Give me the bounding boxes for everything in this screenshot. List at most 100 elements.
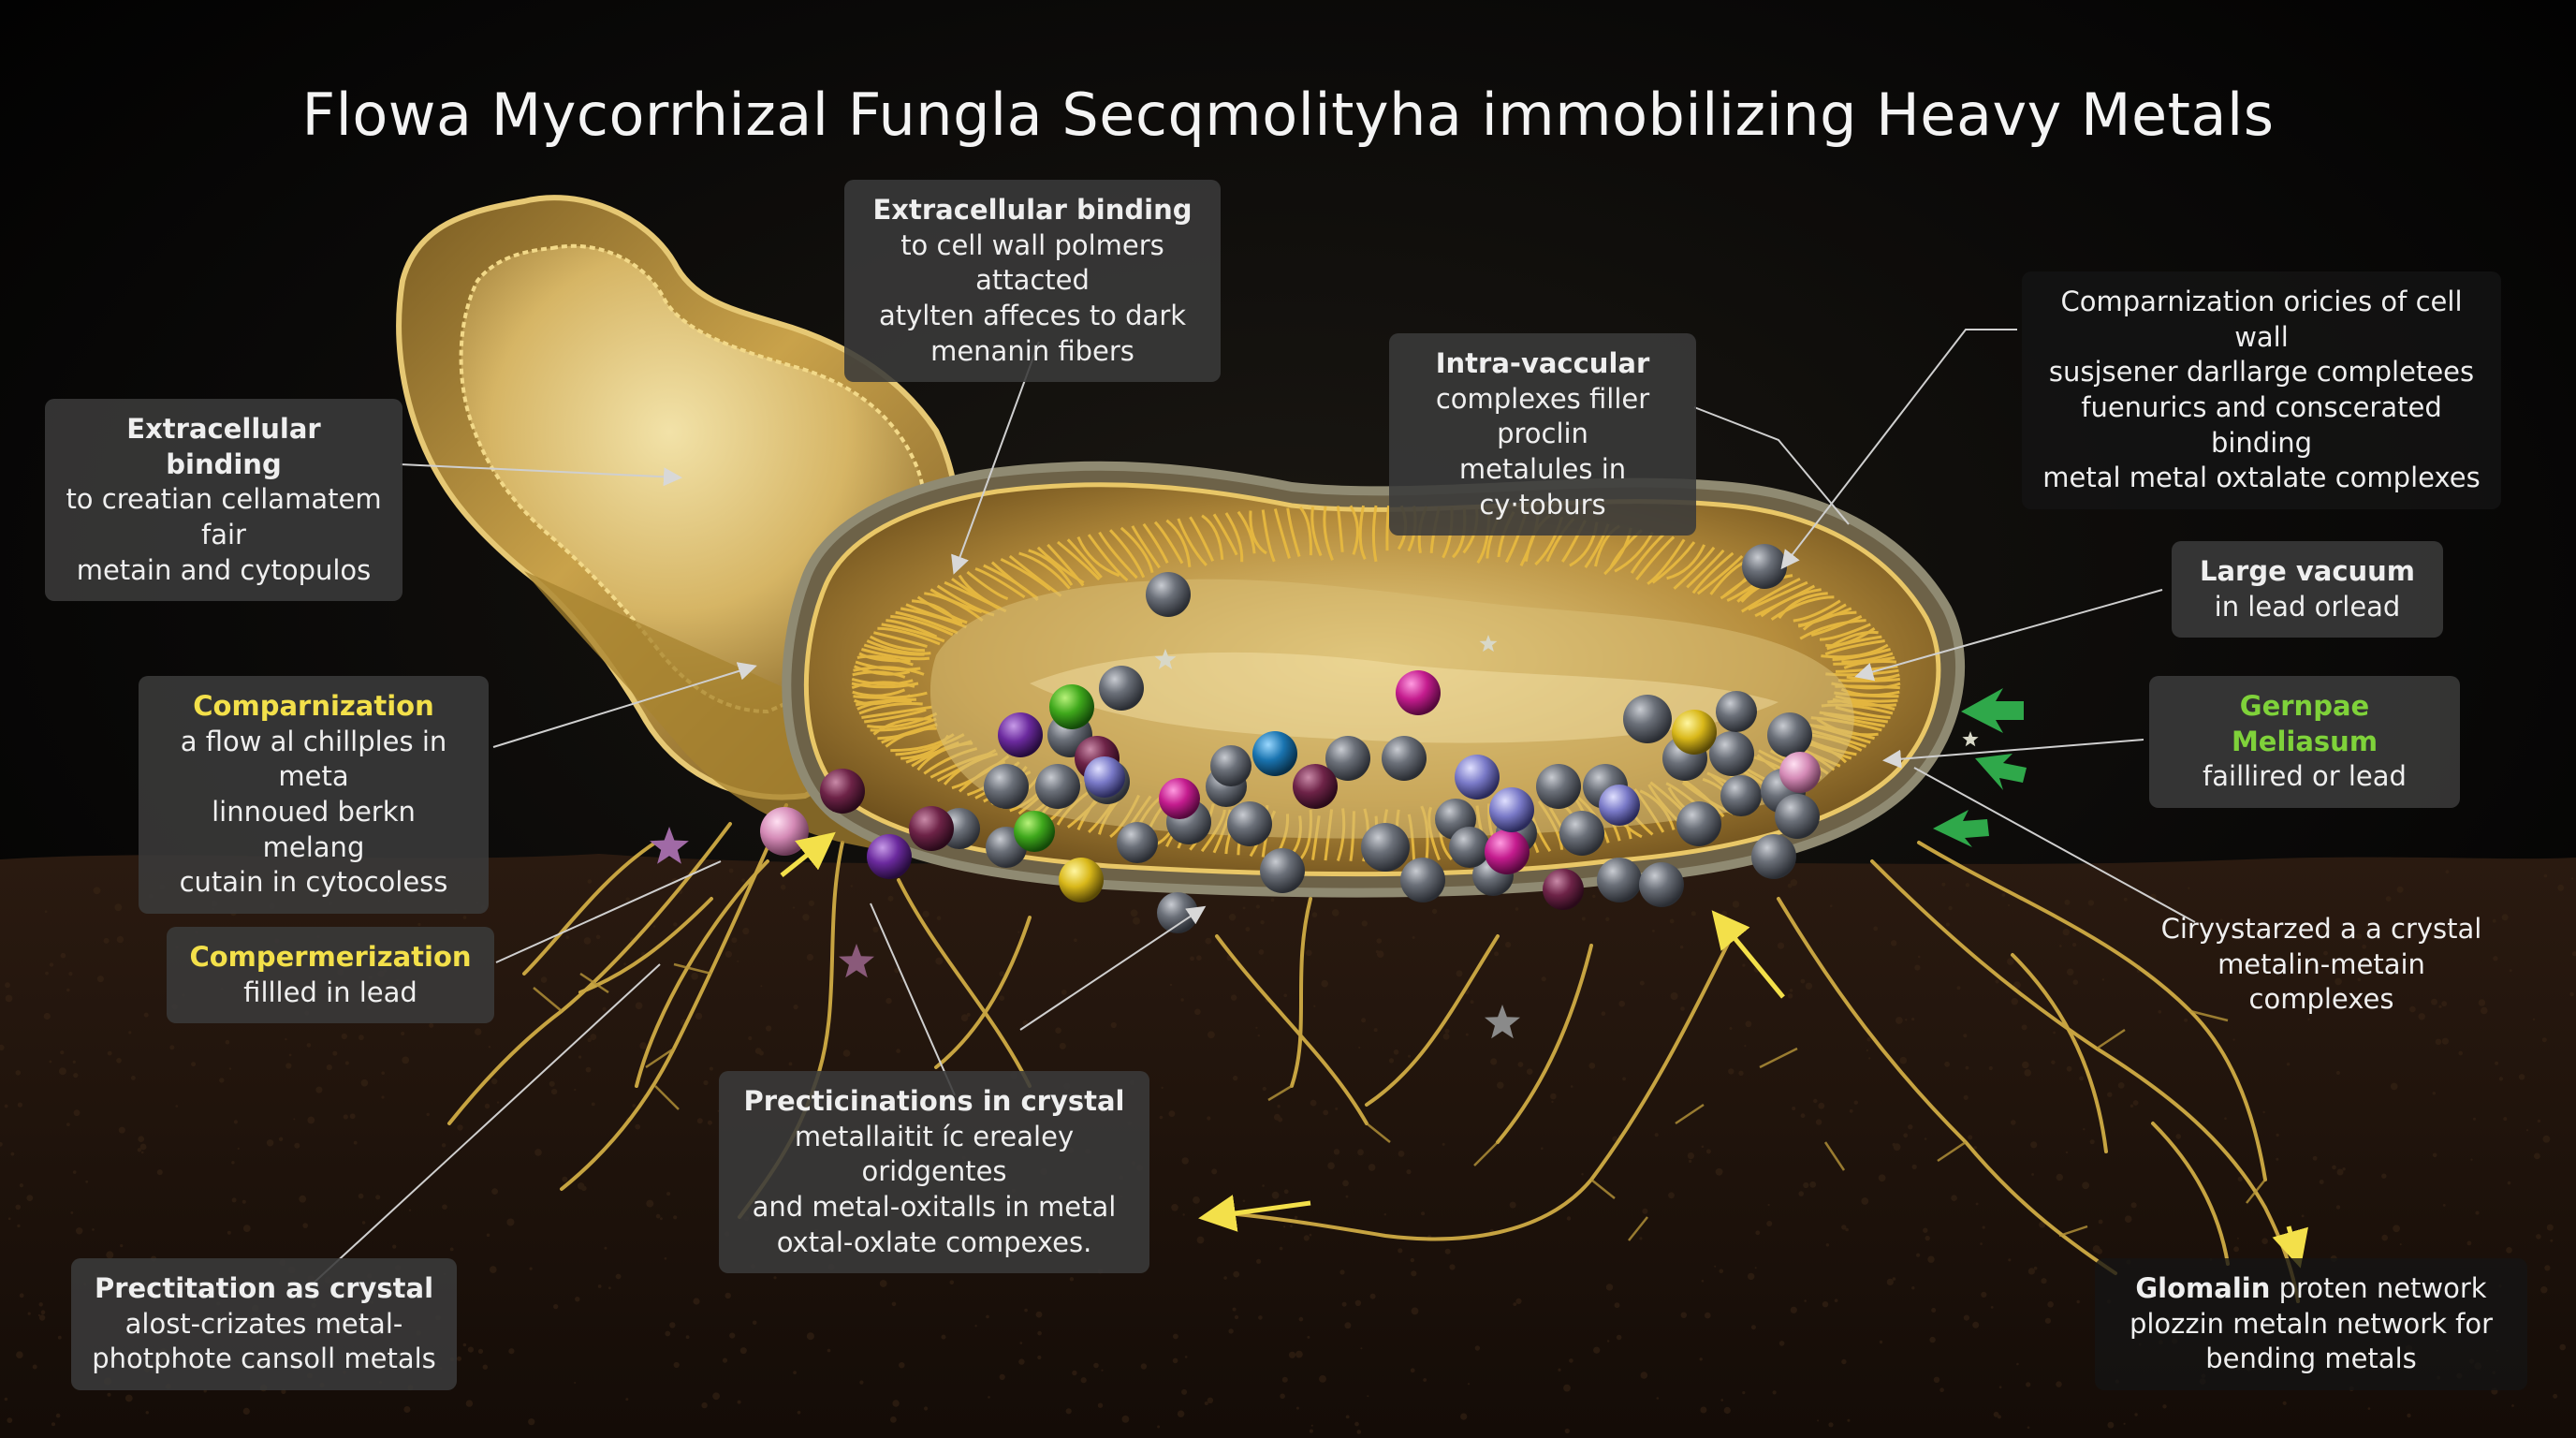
metal-ion-sphere <box>1599 785 1640 826</box>
label-extracellular-top: Extracellular binding to cell wall polme… <box>844 180 1221 383</box>
label-large-vacuum: Large vacuum in lead orlead <box>2172 541 2443 638</box>
label-heading: Precticinations in crystal <box>743 1085 1125 1117</box>
metal-ion-sphere <box>1382 736 1427 781</box>
metal-ion-sphere <box>1400 858 1445 902</box>
label-heading: Comparnization <box>193 690 434 722</box>
label-line: and metal-oxitalls in metal <box>752 1191 1117 1224</box>
metal-ion-sphere <box>1536 764 1581 809</box>
metal-ion-sphere <box>1597 858 1642 902</box>
metal-ion-sphere <box>909 806 954 851</box>
label-compermerization: Compermerization fillled in lead <box>167 927 494 1024</box>
metal-ion-sphere <box>1716 691 1757 732</box>
label-line: atylten affeces to dark <box>878 300 1187 332</box>
star-sparkle-icon <box>1962 731 1979 747</box>
metal-ion-sphere <box>1159 778 1200 819</box>
metal-ion-sphere <box>1720 775 1762 816</box>
metal-ion-sphere <box>1543 869 1584 910</box>
metal-ion-sphere <box>1485 829 1530 874</box>
label-line: metalin-metain complexes <box>2217 947 2425 1016</box>
metal-ion-sphere <box>1676 801 1721 846</box>
metal-ion-sphere <box>1227 801 1272 846</box>
metal-ion-sphere <box>998 712 1043 757</box>
label-glomalin: Glomalin proten network plozzin metaln n… <box>2095 1258 2527 1391</box>
label-line: faillired or lead <box>2203 760 2407 793</box>
metal-ion-sphere <box>1157 892 1198 933</box>
metal-ion-sphere <box>867 834 912 879</box>
metal-ion-sphere <box>1775 794 1820 839</box>
metal-ion-sphere <box>1455 755 1500 800</box>
label-line: complexes filler proclin <box>1435 382 1650 450</box>
metal-ion-sphere <box>1623 695 1672 743</box>
label-extracellular-left: Extracellular binding to creatian cellam… <box>45 399 402 602</box>
leader-lines <box>308 329 2196 1288</box>
metal-ion-sphere <box>1014 811 1055 852</box>
metal-ion-sphere <box>1293 764 1338 809</box>
green-arrows <box>1933 688 2027 847</box>
label-line: Glomalin proten network <box>2115 1271 2507 1307</box>
label-comparnization-left: Comparnization a flow al chillples in me… <box>139 676 489 915</box>
label-intra-vaccular: Intra-vaccular complexes filler proclin … <box>1389 333 1696 536</box>
metal-ion-sphere <box>1260 848 1305 893</box>
metal-ion-sphere <box>1751 834 1796 879</box>
metal-ion-sphere <box>1742 544 1787 589</box>
star-sparkles <box>650 635 1979 1039</box>
label-heading: Extracellular binding <box>126 413 321 480</box>
page-title: Flowa Mycorrhizal Fungla Secqmolityha im… <box>301 80 2275 149</box>
label-line: susjsener darllarge completees <box>2048 356 2475 389</box>
soil-layer <box>0 854 2576 1438</box>
label-line: fuenurics and conscerated binding <box>2081 391 2442 459</box>
label-heading: Intra-vaccular <box>1435 347 1650 379</box>
label-line: photphote cansoll metals <box>92 1343 436 1375</box>
metal-ion-sphere <box>1672 710 1717 755</box>
metal-ion-sphere <box>984 764 1029 809</box>
green-arrow-icon <box>1975 754 2027 790</box>
metal-ion-sphere <box>1084 756 1125 798</box>
label-heading: Gernpae Meliasum <box>2231 690 2378 757</box>
label-heading: Glomalin <box>2135 1272 2271 1304</box>
metal-ion-sphere <box>1099 666 1144 711</box>
metal-ion-sphere <box>1059 858 1104 902</box>
star-sparkle-icon <box>839 944 874 978</box>
metal-ion-sphere <box>1117 822 1158 863</box>
green-arrow-icon <box>1933 810 1989 847</box>
label-comparnization-right: Comparnization oricies of cell wall susj… <box>2022 271 2501 510</box>
label-heading: Large vacuum <box>2199 555 2416 587</box>
star-sparkle-icon <box>1485 1005 1520 1039</box>
metal-ion-sphere <box>1449 827 1490 868</box>
metal-ion-sphere <box>1779 752 1821 793</box>
label-line: Comparnization oricies of cell wall <box>2060 286 2463 353</box>
label-line: metal metal oxtalate complexes <box>2042 462 2481 494</box>
metal-ion-sphere <box>1252 731 1297 776</box>
label-line: cutain in cytocoless <box>179 866 448 899</box>
label-line: alost-crizates metal- <box>124 1307 403 1340</box>
metal-ion-sphere <box>1210 745 1251 786</box>
metal-ion-sphere <box>820 769 865 814</box>
hypha-fine-branches <box>533 962 2266 1241</box>
label-precticinations: Precticinations in crystal metallaitit í… <box>719 1071 1149 1274</box>
label-line: metain and cytopulos <box>76 553 372 586</box>
metal-ion-sphere <box>1767 712 1812 757</box>
label-line: to creatian cellamatem fair <box>66 483 382 551</box>
label-prectitation: Prectitation as crystal alost-crizates m… <box>71 1258 457 1391</box>
label-gernpae-meliasum: Gernpae Meliasum faillired or lead <box>2149 676 2460 809</box>
label-heading: Compermerization <box>189 941 472 973</box>
metal-ion-sphere <box>1559 811 1604 856</box>
label-line: linnoued berkn melang <box>212 796 416 863</box>
metal-ion-sphere <box>1489 787 1534 832</box>
metal-ion-sphere <box>1325 736 1370 781</box>
metal-ion-sphere <box>1396 670 1441 715</box>
label-line: metalules in cy·toburs <box>1458 453 1627 521</box>
label-line: fillled in lead <box>243 976 417 1008</box>
label-line: in lead orlead <box>2214 590 2401 623</box>
label-line: Ciryystarzed a a crystal <box>2160 913 2482 945</box>
star-sparkle-icon <box>1479 635 1498 653</box>
metal-ion-sphere <box>760 807 809 856</box>
label-crystarized: Ciryystarzed a a crystal metalin-metain … <box>2125 899 2518 1031</box>
metal-ion-sphere <box>1146 572 1191 617</box>
metal-ion-sphere <box>1049 684 1094 729</box>
star-sparkle-icon <box>650 827 689 864</box>
label-line: a flow al chillples in meta <box>180 725 447 793</box>
yellow-arrows <box>780 831 2308 1269</box>
green-arrow-icon <box>1961 688 2024 733</box>
